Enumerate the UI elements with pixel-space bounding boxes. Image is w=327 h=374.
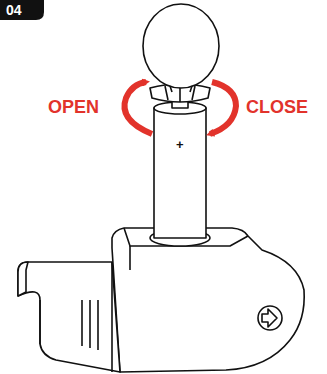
step-number: 04 — [6, 3, 22, 17]
housing — [18, 4, 304, 372]
open-label: OPEN — [48, 98, 99, 116]
open-arrow — [124, 82, 152, 134]
polarity-mark: + — [176, 138, 184, 151]
step-tab — [0, 0, 44, 20]
close-label: CLOSE — [246, 98, 308, 116]
close-arrow — [210, 82, 236, 134]
